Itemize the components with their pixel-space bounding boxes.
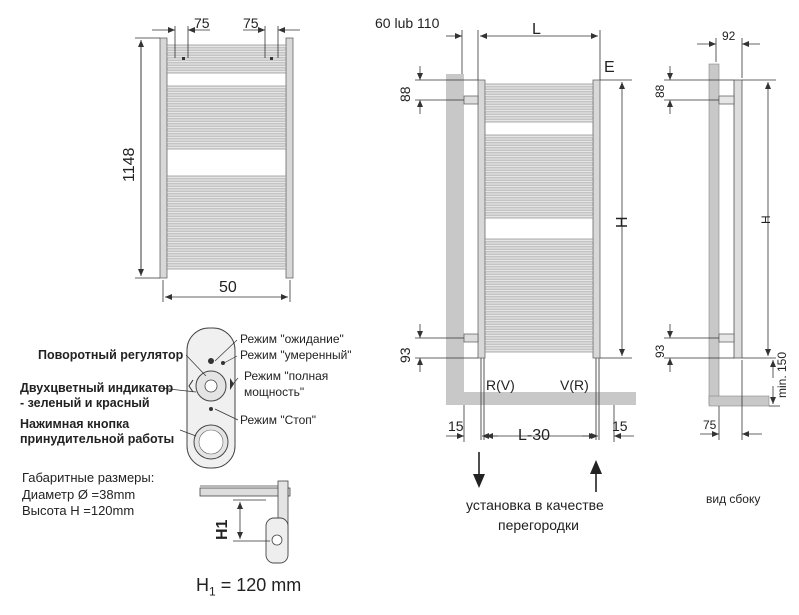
- h1-symbol: H: [196, 575, 209, 595]
- dim-min150-side: min. 150: [775, 351, 789, 398]
- caption-partition-line2: перегородки: [498, 517, 579, 533]
- dim-H-side: H: [759, 215, 773, 224]
- dim-width-50: 50: [219, 279, 237, 296]
- dim-88-middle: 88: [397, 86, 413, 102]
- dim-15-left: 15: [448, 418, 464, 434]
- dims-diameter: Диаметр Ø =38mm: [22, 487, 136, 502]
- middle-view-wall: [446, 74, 636, 405]
- controller-unit: [186, 327, 236, 469]
- caption-partition-line1: установка в качестве: [466, 497, 604, 513]
- h1-value: = 120 mm: [215, 575, 302, 595]
- side-view-radiator: [718, 79, 743, 359]
- mode-stop: Режим "Стоп": [240, 413, 317, 427]
- mode-moderate: Режим "умеренный": [240, 348, 352, 362]
- label-vr: V(R): [560, 377, 589, 393]
- side-view-dimensions: [664, 38, 780, 440]
- label-rotary-knob: Поворотный регулятор: [38, 348, 184, 362]
- dim-15-right: 15: [612, 418, 628, 434]
- caption-side-view: вид сбоку: [706, 492, 761, 506]
- front-view-dimensions: [135, 26, 300, 302]
- flow-arrows: [473, 452, 602, 492]
- h1-mounting-detail: [199, 480, 291, 564]
- front-view-radiator: [159, 37, 294, 279]
- dim-75-side: 75: [703, 418, 717, 432]
- label-button-line2: принудительной работы: [20, 432, 175, 446]
- mode-standby: Режим "ожидание": [240, 332, 344, 346]
- dim-L: L: [532, 21, 541, 38]
- dim-88-side: 88: [653, 84, 667, 98]
- middle-view-dimensions: [415, 30, 634, 442]
- dim-92-side: 92: [722, 29, 736, 43]
- dim-93-side: 93: [653, 344, 667, 358]
- controller-leader-lines: [159, 339, 239, 437]
- mode-full-line2: мощность": [244, 385, 305, 399]
- dims-height: Высота H =120mm: [22, 503, 135, 518]
- dim-top-left-75: 75: [194, 15, 210, 31]
- dims-title: Габаритные размеры:: [22, 470, 155, 485]
- dim-93-middle: 93: [397, 347, 413, 363]
- label-rv: R(V): [486, 377, 515, 393]
- dim-offset-60-110: 60 lub 110: [375, 15, 440, 31]
- h1-subscript: 1: [209, 584, 216, 599]
- dim-L30: L-30: [518, 427, 551, 444]
- dim-height-1148: 1148: [121, 147, 138, 182]
- mode-full-line1: Режим "полная: [244, 369, 329, 383]
- dim-H-middle: H: [614, 216, 631, 228]
- dim-E: E: [604, 59, 615, 76]
- label-indicator-line2: - зеленый и красный: [20, 396, 150, 410]
- label-button-line1: Нажимная кнопка: [20, 417, 130, 431]
- h1-formula: H1 = 120 mm: [196, 576, 301, 598]
- h1-dim-label: H1: [214, 519, 231, 540]
- middle-view-radiator: [463, 79, 601, 440]
- label-indicator-line1: Двухцветный индикатор: [20, 381, 174, 395]
- dim-top-right-75: 75: [243, 15, 259, 31]
- side-view-wall: [708, 63, 770, 407]
